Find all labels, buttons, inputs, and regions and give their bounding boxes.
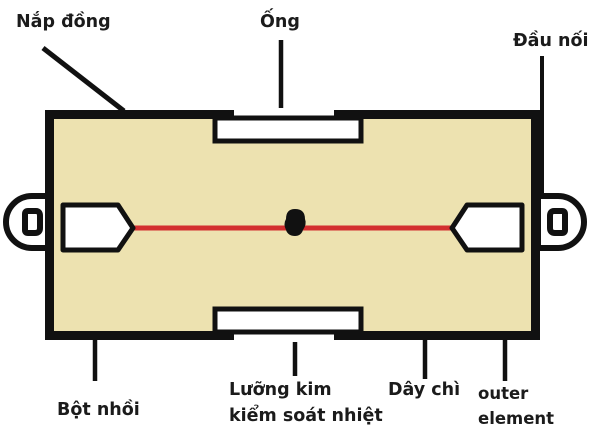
label-ong: Ống [260,8,300,32]
bottom-notch [212,306,364,342]
left-lug-hole [22,208,43,236]
tube-cavity-bottom [212,306,364,335]
label-dau-noi: Đầu nối [513,30,589,51]
right-lug-hole [547,208,568,236]
right-contact-arrow [449,202,525,253]
top-notch [212,108,364,144]
label-luong-kim-line1: Lưỡng kim [229,380,332,400]
label-day-chi: Dây chì [388,380,460,400]
label-nap-dong: Nắp đồng [16,11,111,32]
bimetal-element [284,209,306,236]
labels-group: Nắp đồng Ống Đầu nối Bột nhồi Lưỡng kim … [16,8,589,428]
label-luong-kim-line2: kiểm soát nhiệt [229,404,383,426]
left-contact-arrow [60,202,136,253]
left-terminal-lug [3,193,55,251]
bimetal-blob [284,209,306,236]
label-bot-nhoi: Bột nhồi [57,399,140,420]
label-outer-element-line1: outer [478,384,529,403]
tube-cavity-top [212,115,364,144]
right-terminal-lug [535,193,587,251]
leader-line-nap-dong [41,46,126,113]
label-outer-element-line2: element [478,409,554,428]
